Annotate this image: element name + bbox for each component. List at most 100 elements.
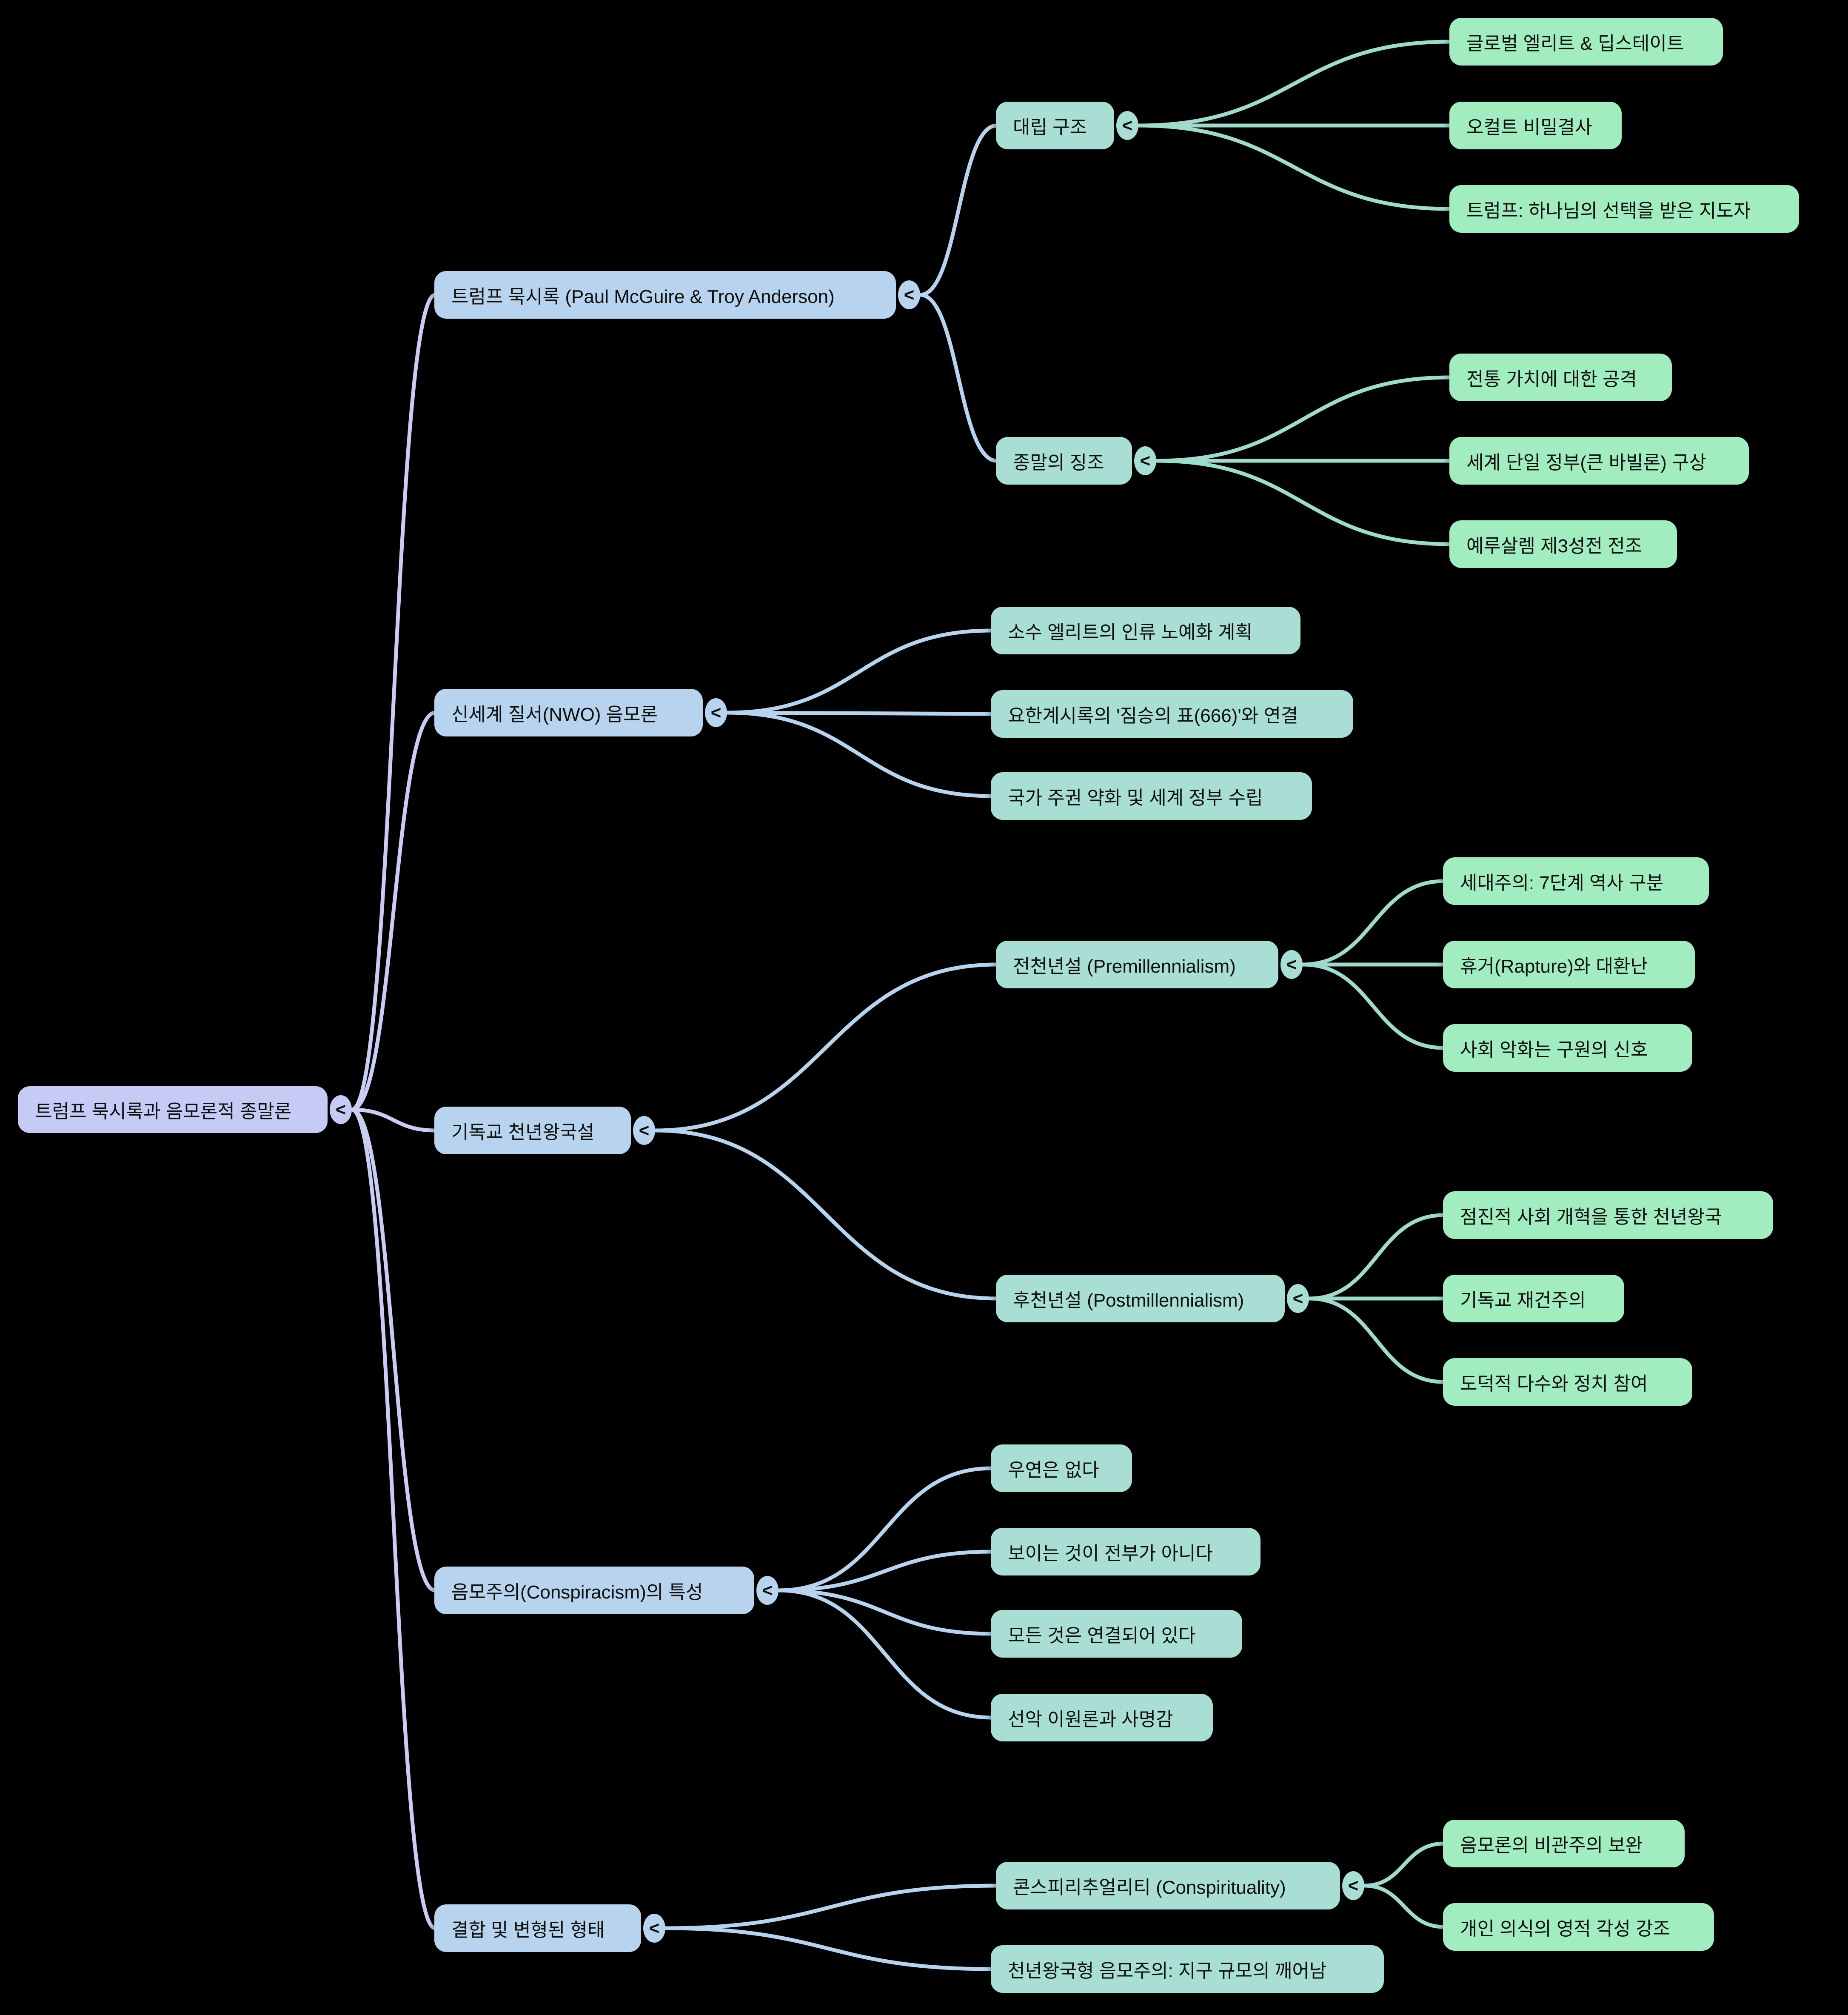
leaf-rapture-tribulation[interactable]: 휴거(Rapture)와 대환난 <box>1443 941 1695 988</box>
chevron-left-icon: < <box>335 1099 346 1119</box>
node-conspirituality-label: 콘스피리추얼리티 (Conspirituality) <box>1013 1877 1286 1898</box>
node-good-evil-dualism[interactable]: 선악 이원론과 사명감 <box>991 1694 1213 1741</box>
leaf-spiritual-awakening-emphasis[interactable]: 개인 의식의 영적 각성 강조 <box>1443 1903 1714 1951</box>
root-topic-collapse-toggle-icon[interactable]: < <box>330 1095 352 1124</box>
leaf-global-elite-deepstate[interactable]: 글로벌 엘리트 & 딥스테이트 <box>1449 18 1723 66</box>
node-no-coincidence[interactable]: 우연은 없다 <box>991 1444 1132 1492</box>
chevron-left-icon: < <box>1286 954 1297 974</box>
chevron-left-icon: < <box>710 702 722 722</box>
branch-christian-millennialism-collapse-toggle-icon[interactable]: < <box>633 1116 655 1145</box>
edge-root-b3 <box>350 1107 437 1133</box>
chevron-left-icon: < <box>904 285 915 305</box>
branch-trump-apocalypse[interactable]: 트럼프 묵시록 (Paul McGuire & Troy Anderson) <box>434 271 896 319</box>
node-everything-connected[interactable]: 모든 것은 연결되어 있다 <box>991 1610 1242 1658</box>
node-everything-connected-label: 모든 것은 연결되어 있다 <box>1008 1625 1196 1646</box>
chevron-left-icon: < <box>639 1120 650 1140</box>
node-not-all-is-visible[interactable]: 보이는 것이 전부가 아니다 <box>991 1528 1261 1575</box>
leaf-social-decline-salvation-sign[interactable]: 사회 악화는 구원의 신호 <box>1443 1024 1692 1072</box>
leaf-gradual-social-reform[interactable]: 점진적 사회 개혁을 통한 천년왕국 <box>1443 1191 1773 1239</box>
node-premillennialism[interactable]: 전천년설 (Premillennialism) <box>996 941 1278 988</box>
node-elite-enslavement-plan[interactable]: 소수 엘리트의 인류 노예화 계획 <box>991 607 1300 654</box>
leaf-third-temple-jerusalem-label: 예루살렘 제3성전 전조 <box>1466 536 1643 557</box>
root-topic[interactable]: 트럼프 묵시록과 음모론적 종말론 <box>18 1086 328 1133</box>
node-conspirituality-collapse-toggle-icon[interactable]: < <box>1342 1871 1364 1900</box>
node-premillennialism-label: 전천년설 (Premillennialism) <box>1013 956 1236 977</box>
leaf-social-decline-salvation-sign-label: 사회 악화는 구원의 신호 <box>1460 1039 1648 1060</box>
leaf-third-temple-jerusalem[interactable]: 예루살렘 제3성전 전조 <box>1449 520 1677 568</box>
node-signs-of-end[interactable]: 종말의 징조 <box>996 437 1132 485</box>
leaf-christian-reconstructionism[interactable]: 기독교 재건주의 <box>1443 1275 1624 1322</box>
edge-c31-d311 <box>1300 879 1446 967</box>
chevron-left-icon: < <box>1140 451 1151 471</box>
node-good-evil-dualism-label: 선악 이원론과 사명감 <box>1008 1709 1173 1730</box>
leaf-global-elite-deepstate-label: 글로벌 엘리트 & 딥스테이트 <box>1466 33 1684 54</box>
chevron-left-icon: < <box>1122 115 1133 135</box>
node-postmillennialism-collapse-toggle-icon[interactable]: < <box>1287 1284 1309 1313</box>
node-no-coincidence-label: 우연은 없다 <box>1008 1460 1099 1481</box>
node-postmillennialism-label: 후천년설 (Postmillennialism) <box>1013 1290 1244 1311</box>
leaf-complement-pessimism-label: 음모론의 비관주의 보완 <box>1460 1835 1643 1856</box>
leaf-dispensationalism-7-stages-label: 세대주의: 7단계 역사 구분 <box>1460 873 1664 893</box>
node-sovereignty-weakening[interactable]: 국가 주권 약화 및 세계 정부 수립 <box>991 772 1312 820</box>
edge-c31-d313 <box>1300 962 1446 1050</box>
branch-nwo-conspiracy[interactable]: 신세계 질서(NWO) 음모론 <box>434 689 703 736</box>
node-not-all-is-visible-label: 보이는 것이 전부가 아니다 <box>1008 1543 1213 1564</box>
node-conspirituality[interactable]: 콘스피리추얼리티 (Conspirituality) <box>996 1862 1340 1909</box>
leaf-one-world-government[interactable]: 세계 단일 정부(큰 바빌론) 구상 <box>1449 437 1749 485</box>
edge-c32-d321 <box>1307 1213 1446 1301</box>
leaf-gradual-social-reform-label: 점진적 사회 개혁을 통한 천년왕국 <box>1460 1207 1722 1227</box>
leaf-moral-majority-politics-label: 도덕적 다수와 정치 참여 <box>1460 1373 1648 1394</box>
node-opposition-structure-collapse-toggle-icon[interactable]: < <box>1116 111 1138 140</box>
node-mark-of-beast-link[interactable]: 요한계시록의 '짐승의 표(666)'와 연결 <box>991 690 1353 738</box>
branch-trump-apocalypse-collapse-toggle-icon[interactable]: < <box>898 280 920 309</box>
edge-c32-d323 <box>1307 1296 1446 1384</box>
branch-nwo-conspiracy-collapse-toggle-icon[interactable]: < <box>705 698 727 727</box>
chevron-left-icon: < <box>649 1918 660 1938</box>
edge-b2-c23 <box>725 711 994 798</box>
branch-combined-variants[interactable]: 결합 및 변형된 형태 <box>434 1904 641 1952</box>
edge-c51-d512 <box>1362 1884 1446 1929</box>
edge-b3-c32 <box>653 1128 999 1301</box>
chevron-left-icon: < <box>1348 1875 1359 1895</box>
leaf-moral-majority-politics[interactable]: 도덕적 다수와 정치 참여 <box>1443 1358 1692 1406</box>
leaf-dispensationalism-7-stages[interactable]: 세대주의: 7단계 역사 구분 <box>1443 857 1709 905</box>
edge-b1-c11 <box>918 123 999 297</box>
leaf-trump-chosen-leader[interactable]: 트럼프: 하나님의 선택을 받은 지도자 <box>1449 185 1799 233</box>
edge-b3-c31 <box>653 962 999 1133</box>
leaf-attack-on-traditional-values[interactable]: 전통 가치에 대한 공격 <box>1449 354 1672 401</box>
edge-root-b1 <box>350 293 437 1112</box>
edge-b4-c42 <box>776 1550 994 1593</box>
edge-c11-d113 <box>1136 123 1452 211</box>
edge-b4-c43 <box>776 1588 994 1636</box>
node-opposition-structure[interactable]: 대립 구조 <box>996 102 1114 149</box>
edge-b1-c12 <box>918 293 999 463</box>
edge-b2-c21 <box>725 628 994 715</box>
node-mark-of-beast-link-label: 요한계시록의 '짐승의 표(666)'와 연결 <box>1008 705 1298 726</box>
leaf-spiritual-awakening-emphasis-label: 개인 의식의 영적 각성 강조 <box>1460 1918 1671 1939</box>
edge-root-b4 <box>350 1107 437 1593</box>
node-opposition-structure-label: 대립 구조 <box>1013 117 1087 138</box>
edge-root-b2 <box>350 711 437 1112</box>
leaf-attack-on-traditional-values-label: 전통 가치에 대한 공격 <box>1466 369 1637 390</box>
leaf-rapture-tribulation-label: 휴거(Rapture)와 대환난 <box>1460 956 1648 977</box>
branch-christian-millennialism[interactable]: 기독교 천년왕국설 <box>434 1107 631 1154</box>
leaf-occult-secret-societies-label: 오컬트 비밀결사 <box>1466 117 1592 138</box>
branch-combined-variants-collapse-toggle-icon[interactable]: < <box>643 1914 665 1943</box>
branch-conspiracism-traits[interactable]: 음모주의(Conspiracism)의 특성 <box>434 1567 754 1614</box>
node-postmillennialism[interactable]: 후천년설 (Postmillennialism) <box>996 1275 1285 1322</box>
branch-conspiracism-traits-collapse-toggle-icon[interactable]: < <box>756 1576 779 1605</box>
edge-c11-d111 <box>1136 40 1452 128</box>
node-millennial-conspiracism[interactable]: 천년왕국형 음모주의: 지구 규모의 깨어남 <box>991 1945 1384 1993</box>
chevron-left-icon: < <box>762 1580 773 1600</box>
edge-b2-c22 <box>725 711 994 716</box>
leaf-complement-pessimism[interactable]: 음모론의 비관주의 보완 <box>1443 1820 1685 1867</box>
edge-b4-c41 <box>776 1466 994 1593</box>
edge-root-b5 <box>350 1107 437 1930</box>
leaf-occult-secret-societies[interactable]: 오컬트 비밀결사 <box>1449 102 1622 149</box>
edge-c12-d123 <box>1154 459 1452 546</box>
node-signs-of-end-collapse-toggle-icon[interactable]: < <box>1134 446 1156 475</box>
edge-b5-c52 <box>663 1926 994 1971</box>
node-premillennialism-collapse-toggle-icon[interactable]: < <box>1280 950 1303 979</box>
chevron-left-icon: < <box>1292 1288 1303 1308</box>
